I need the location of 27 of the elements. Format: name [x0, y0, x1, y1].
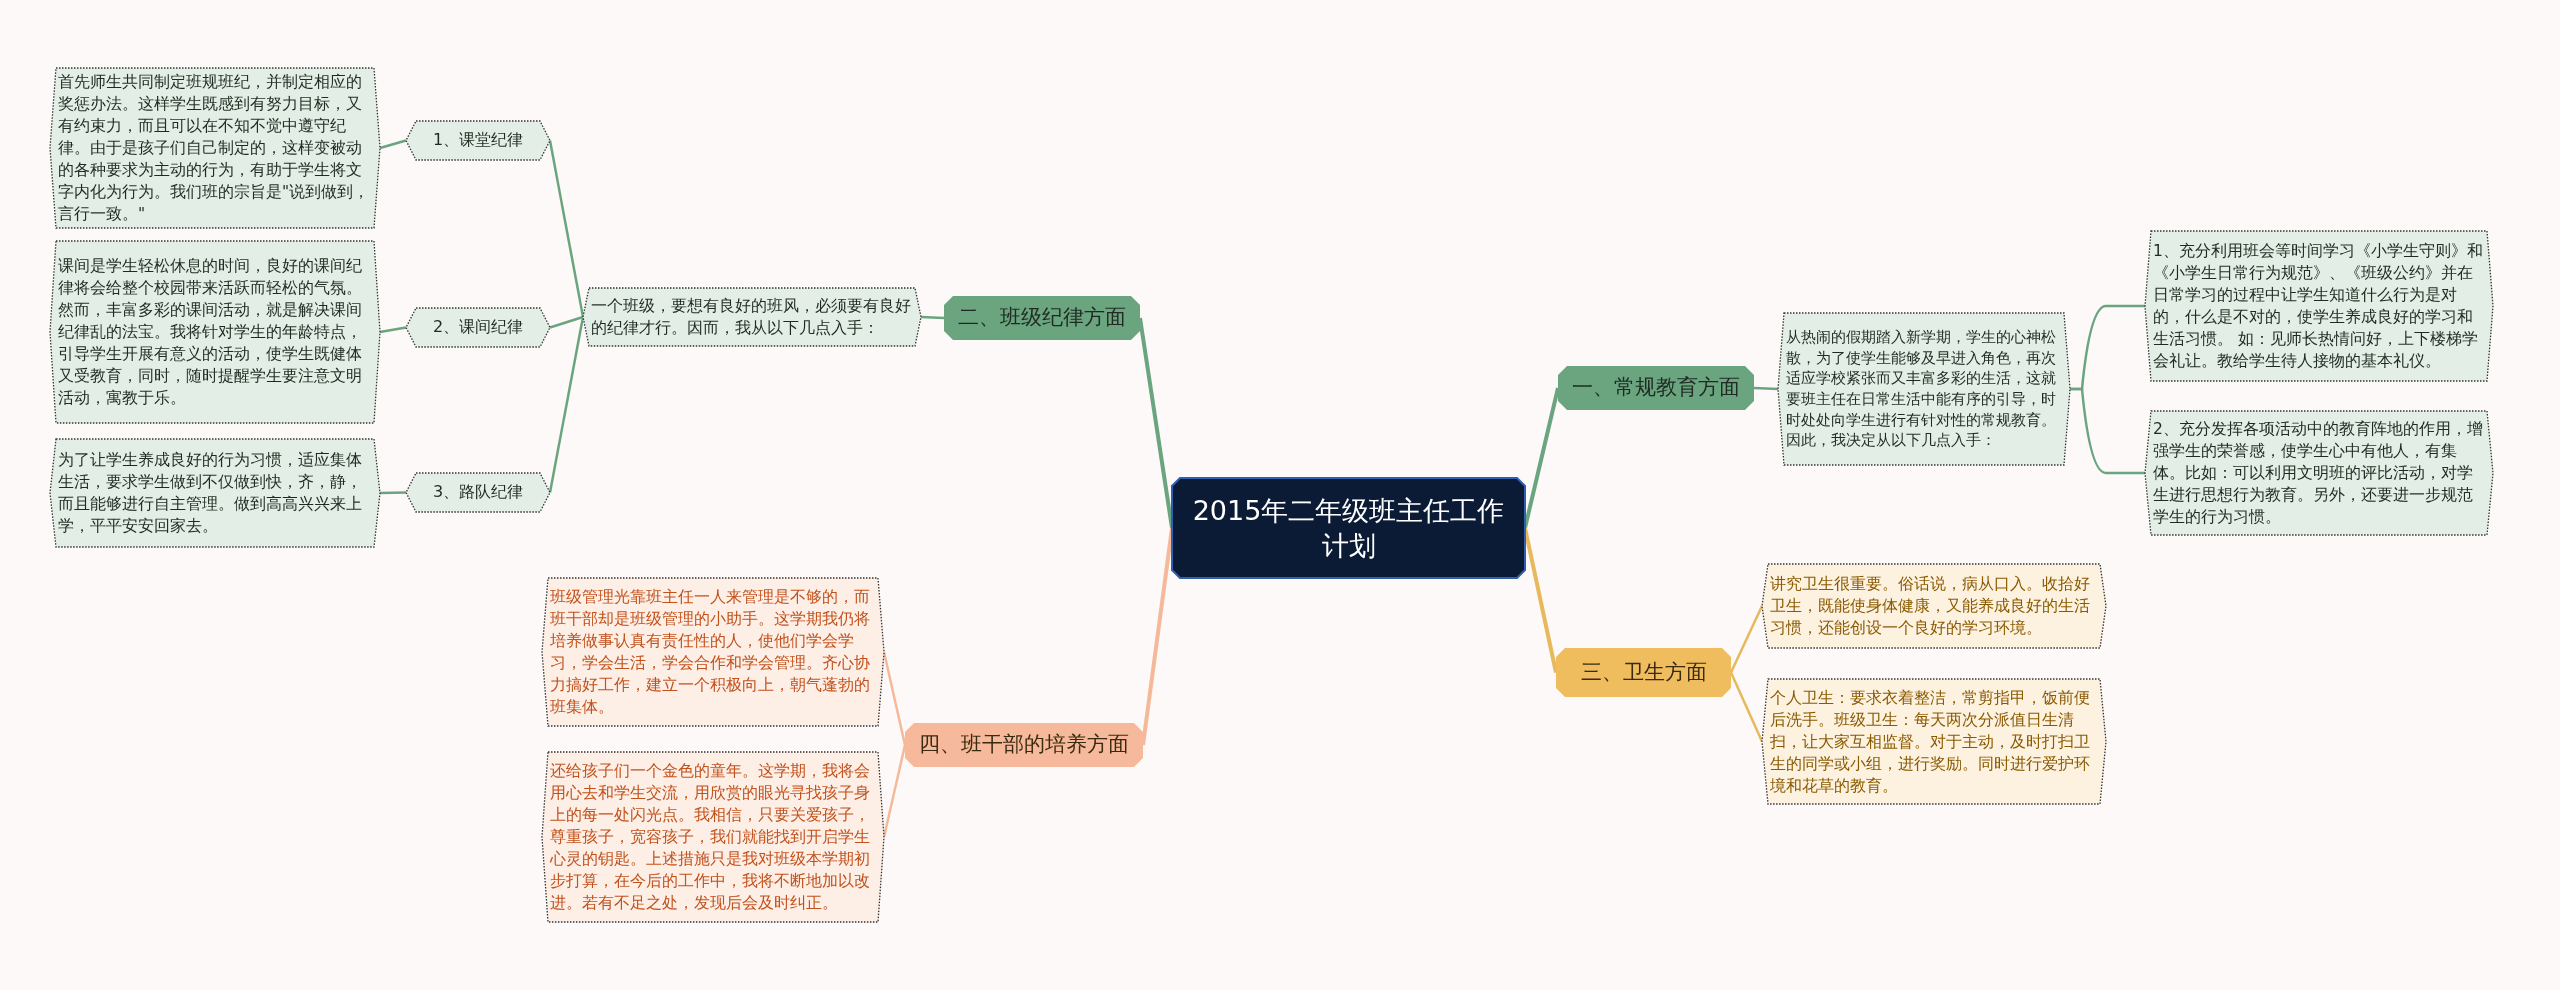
note-box: 为了让学生养成良好的行为习惯，适应集体生活，要求学生做到不仅做到快，齐，静，而且能够进行自主管理。做到高高兴兴来上学，平平安安回家去。 [50, 439, 380, 547]
subtopic-box: 1、课堂纪律 [406, 121, 550, 160]
connector-line [920, 315, 945, 320]
central-topic-box: 2015年二年级班主任工作计划 [1172, 478, 1525, 578]
topic-box: 三、卫生方面 [1556, 648, 1731, 697]
note-box: 个人卫生：要求衣着整洁，常剪指甲，饭前便后洗手。班级卫生：每天两次分派值日生清扫，让大家互相监督。对于主动，及时打扫卫生的同学或小组，进行奖励。同时进行爱护环境和花草的教育。 [1762, 679, 2106, 804]
connector-line [548, 140, 585, 318]
note-box: 还给孩子们一个金色的童年。这学期，我将会用心去和学生交流，用欣赏的眼光寻找孩子身上的每一处闪光点。我相信，只要关爱孩子，尊重孩子，宽容孩子，我们就能找到开启学生心灵的钥匙。上述措施只是我对班级本学期初步打算，在今后的工作中，我将不断地加以改进。若有不足之处，发现后会及时纠正。 [542, 752, 884, 922]
topic-box: 一、常规教育方面 [1558, 366, 1754, 410]
connector-line [1753, 386, 1779, 391]
connector-line [549, 315, 584, 329]
topic-box: 四、班干部的培养方面 [905, 723, 1143, 767]
connector-line [379, 491, 407, 495]
connector-line [2070, 387, 2145, 475]
note-box: 一个班级，要想有良好的班风，必须要有良好的纪律才行。因而，我从以下几点入手： [583, 288, 921, 346]
note-box: 班级管理光靠班主任一人来管理是不够的，而班干部却是班级管理的小助手。这学期我仍将培养做事认真有责任性的人，使他们学会学习，学会生活，学会合作和学会管理。齐心协力搞好工作，建立一个积极向上，朝气蓬勃的班集体。 [542, 578, 884, 726]
note-box: 1、充分利用班会等时间学习《小学生守则》和《小学生日常行为规范》、《班级公约》并在日常学习的过程中让学生知道什么行为是对的，什么是不对的，使学生养成良好的学习和生活习惯。 如：见师长热情问好，上下楼梯学会礼让。教给学生待人接物的基本礼仪。 [2145, 231, 2493, 381]
note-box: 2、充分发挥各项活动中的教育阵地的作用，增强学生的荣誉感，使学生心中有他人，有集体。比如：可以利用文明班的评比活动，对学生进行思想行为教育。另外，还要进一步规范学生的行为习惯。 [2145, 411, 2493, 535]
note-box: 从热闹的假期踏入新学期，学生的心神松散，为了使学生能够及早进入角色，再次适应学校紧张而又丰富多彩的生活，这就要班主任在日常生活中能有序的引导，时时处处向学生进行有针对性的常规教育。因此，我决定从以下几点入手： [1778, 313, 2070, 465]
subtopic-box: 3、路队纪律 [406, 473, 550, 512]
subtopic-box: 2、课间纪律 [406, 308, 550, 347]
note-box: 首先师生共同制定班规班纪，并制定相应的奖惩办法。这样学生既感到有努力目标，又有约束力，而且可以在不知不觉中遵守纪律。由于是孩子们自己制定的，这样变被动的各种要求为主动的行为，有助于学生将文字内化为行为。我们班的宗旨是"说到做到，言行一致。" [50, 68, 380, 228]
connector-line [379, 139, 407, 150]
note-box: 课间是学生轻松休息的时间，良好的课间纪律将会给整个校园带来活跃而轻松的气氛。然而，丰富多彩的课间活动，就是解决课间纪律乱的法宝。我将针对学生的年龄特点，引导学生开展有意义的活动，使学生既健体又受教育，同时，随时提醒学生要注意文明活动，寓教于乐。 [50, 241, 380, 423]
note-box: 讲究卫生很重要。俗话说，病从口入。收拾好卫生，既能使身体健康，又能养成良好的生活习惯，还能创设一个良好的学习环境。 [1762, 564, 2106, 648]
connector-line [379, 326, 407, 334]
topic-box: 二、班级纪律方面 [944, 296, 1140, 340]
